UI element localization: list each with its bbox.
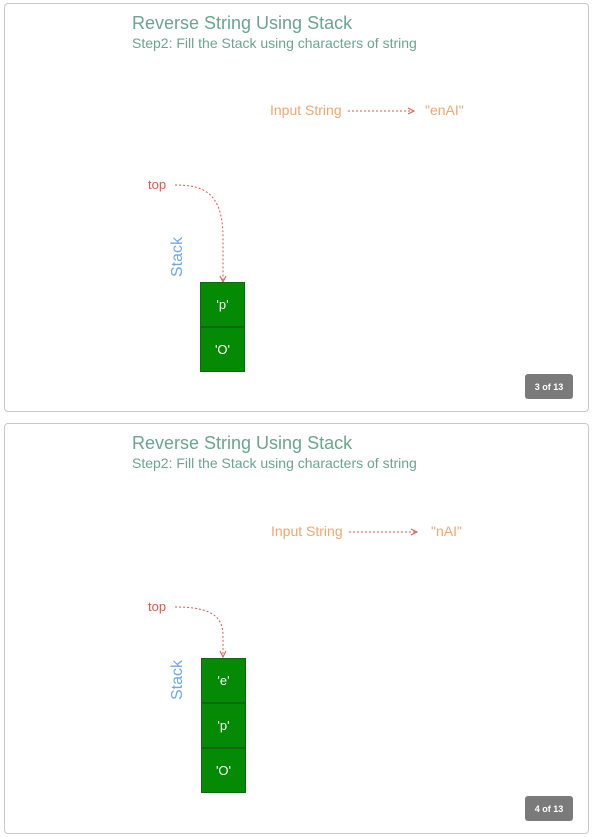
stack-cell: 'p' — [200, 282, 245, 327]
input-string-label: Input String — [270, 102, 342, 118]
input-arrow-icon — [349, 528, 419, 536]
slide-title: Reverse String Using Stack — [132, 433, 353, 453]
slide-subtitle: Step2: Fill the Stack using characters o… — [132, 35, 417, 51]
stack: 'p' 'O' — [200, 282, 245, 372]
stack-cell: 'e' — [201, 658, 246, 703]
top-pointer-label: top — [148, 177, 167, 192]
stack-label: Stack — [169, 660, 186, 701]
input-string-value: "enAI" — [425, 102, 464, 118]
stack-cell: 'O' — [201, 748, 246, 793]
input-arrow-icon — [348, 107, 416, 115]
top-pointer-label: top — [148, 599, 167, 614]
input-string-value: "nAI" — [431, 523, 462, 539]
input-string-label: Input String — [271, 523, 343, 539]
slide-counter-badge[interactable]: 4 of 13 — [525, 796, 573, 821]
slide-subtitle: Step2: Fill the Stack using characters o… — [132, 455, 417, 471]
stack-label: Stack — [169, 237, 186, 278]
slide-1: Reverse String Using Stack Step2: Fill t… — [4, 3, 589, 412]
top-arrow-icon — [174, 606, 227, 659]
slide-title: Reverse String Using Stack — [132, 13, 353, 33]
stack-cell: 'p' — [201, 703, 246, 748]
stack-cell: 'O' — [200, 327, 245, 372]
slide-2: Reverse String Using Stack Step2: Fill t… — [4, 423, 589, 834]
slide-counter-badge[interactable]: 3 of 13 — [525, 374, 573, 399]
stack: 'e' 'p' 'O' — [201, 658, 246, 793]
